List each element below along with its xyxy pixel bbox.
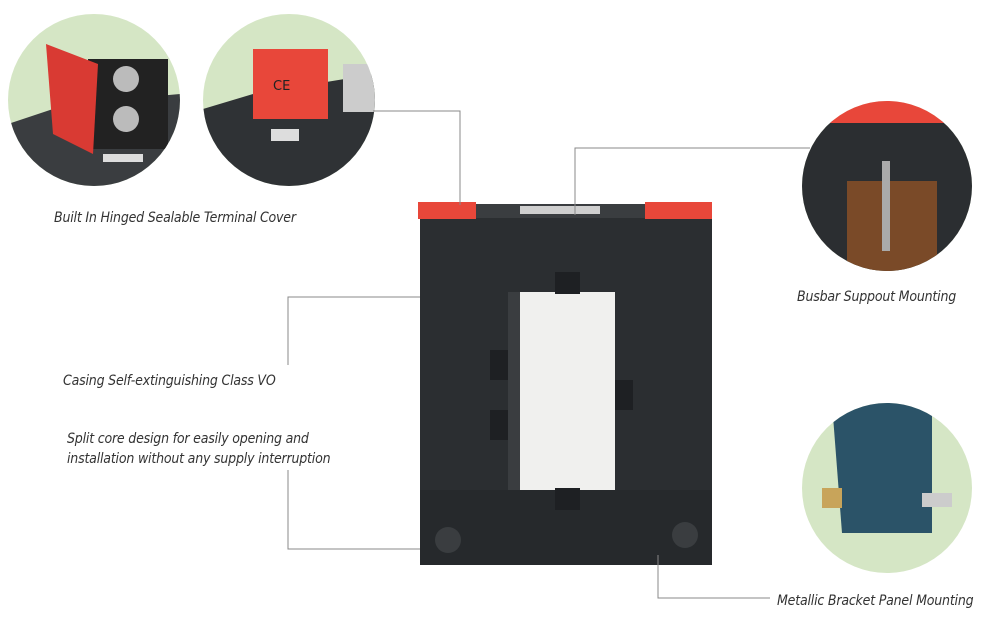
caption-casing: Casing Self-extinguishing Class VO (63, 373, 276, 389)
caption-terminal-cover: Built In Hinged Sealable Terminal Cover (54, 210, 296, 226)
caption-split-core-2: installation without any supply interrup… (67, 451, 331, 467)
current-transformer-device (418, 202, 712, 565)
detail-bracket-mounting (802, 403, 972, 573)
leader-lines (287, 110, 810, 599)
caption-busbar-mounting: Busbar Suppout Mounting (797, 289, 957, 305)
detail-hinged-cover-closed: CE (203, 14, 375, 186)
ce-mark: CE (273, 79, 290, 94)
caption-bracket-mounting: Metallic Bracket Panel Mounting (777, 593, 974, 609)
detail-busbar-mounting (802, 101, 972, 271)
caption-split-core-1: Split core design for easily opening and (67, 431, 309, 447)
detail-hinged-cover-open (8, 14, 180, 186)
